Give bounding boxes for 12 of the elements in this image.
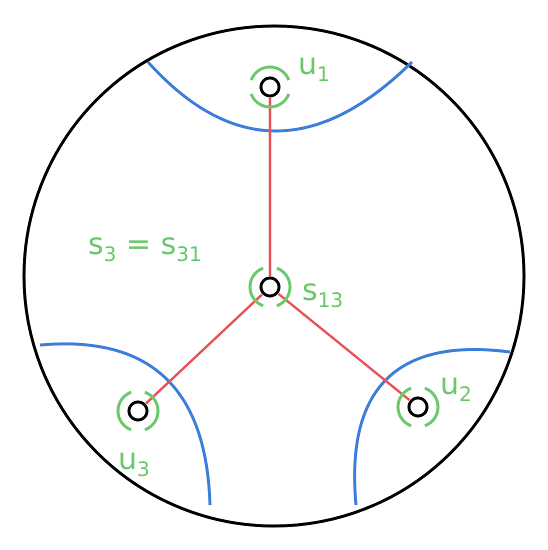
vertex-label: u$_{1}$ [298,50,330,84]
tree-edge [278,292,410,402]
vertex-label: u$_{2}$ [440,370,472,404]
tree-edge [268,98,272,276]
tree-edge [145,294,263,404]
vertex-label: s$_{13}$ [302,276,344,310]
vertex-label: u$_{3}$ [118,445,150,479]
vertex-circle [406,395,430,419]
vertex-circle [258,275,282,299]
vertex-circle [258,75,282,99]
equation-label: s$_{3}$ = s$_{31}$ [88,230,202,264]
vertex-circle [126,399,150,423]
